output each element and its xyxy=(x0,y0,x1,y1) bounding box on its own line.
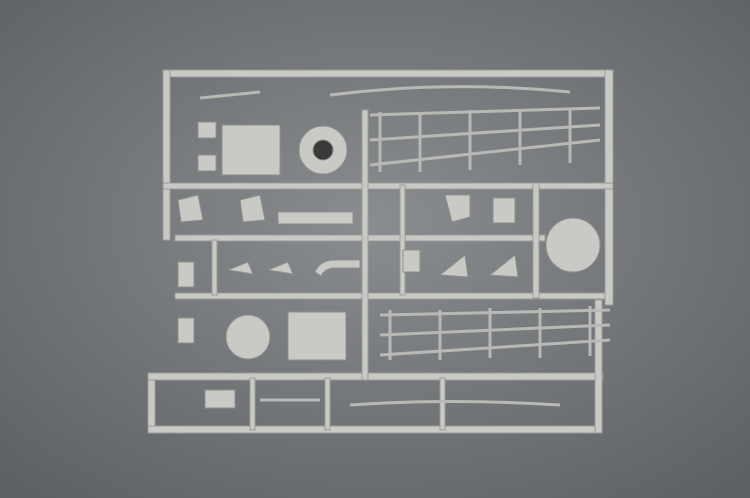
bracket-part xyxy=(177,261,195,288)
small-block-part xyxy=(204,389,236,409)
small-block-part xyxy=(197,154,217,172)
bracket-part xyxy=(226,261,254,275)
sprue-frame xyxy=(147,69,614,434)
box-part xyxy=(492,197,516,224)
exhaust-part xyxy=(314,259,361,277)
wheel-hub xyxy=(312,139,334,161)
bracket-part xyxy=(239,194,266,223)
triangle-part xyxy=(488,254,519,278)
armor-plate-part xyxy=(287,311,347,361)
small-box-part xyxy=(402,249,421,273)
hatch-part xyxy=(225,314,271,360)
sprue-parts xyxy=(177,121,601,409)
grille-part xyxy=(277,211,354,225)
box-part xyxy=(444,194,471,223)
armor-plate-part xyxy=(221,124,281,176)
bracket-part xyxy=(266,261,294,275)
bracket-part xyxy=(177,317,195,344)
hatch-part xyxy=(545,217,601,273)
small-block-part xyxy=(197,121,217,139)
bracket-part xyxy=(177,194,204,223)
rail-parts xyxy=(199,85,611,407)
triangle-part xyxy=(438,254,469,278)
